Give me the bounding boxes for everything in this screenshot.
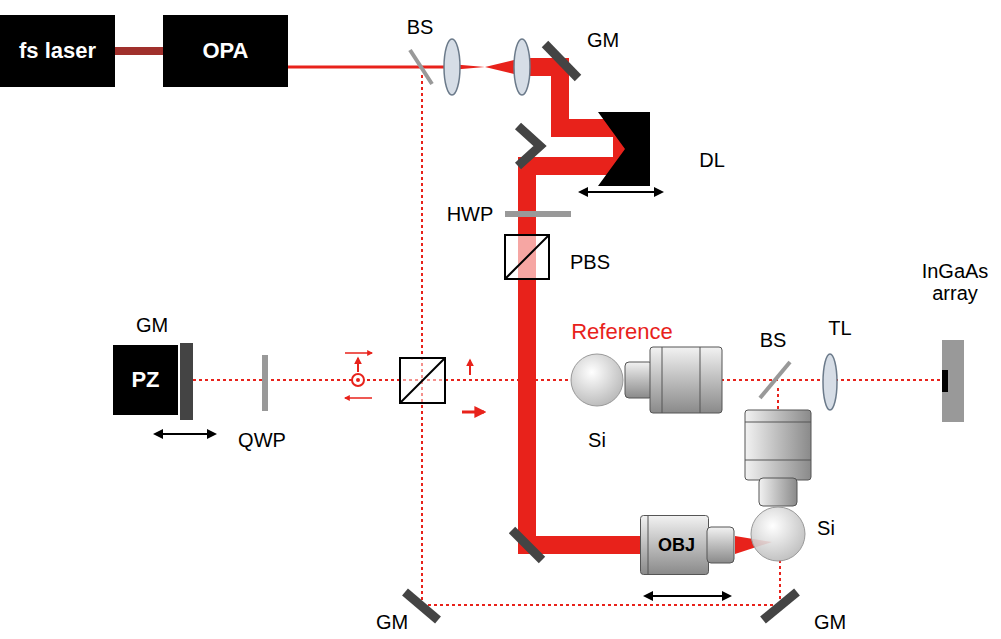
component-label: TL <box>828 317 851 339</box>
objective-lens: OBJ <box>640 515 735 575</box>
component-label: DL <box>699 149 725 171</box>
component-label: PBS <box>570 251 610 273</box>
piezo-box: PZ <box>113 345 178 415</box>
reference-label: Reference <box>571 320 673 344</box>
component-label: GM <box>136 314 168 336</box>
detector-label: InGaAs array <box>915 260 995 304</box>
component-label: GM <box>376 611 408 633</box>
opa-box: OPA <box>163 15 288 87</box>
component-label: GM <box>587 29 619 51</box>
component-label: Si <box>817 517 835 539</box>
component-label: BS <box>407 16 434 38</box>
laser-box: fs laser <box>0 15 115 87</box>
component-label: Si <box>588 429 606 451</box>
node-label: PZ <box>131 367 159 393</box>
pump-beam <box>115 47 163 55</box>
node-label: OBJ <box>658 535 695 556</box>
node-label: fs laser <box>19 38 96 64</box>
component-label: GM <box>814 611 846 633</box>
component-label: HWP <box>447 203 494 225</box>
component-label: BS <box>760 329 787 351</box>
node-label: OPA <box>202 38 248 64</box>
component-label: QWP <box>238 429 286 451</box>
